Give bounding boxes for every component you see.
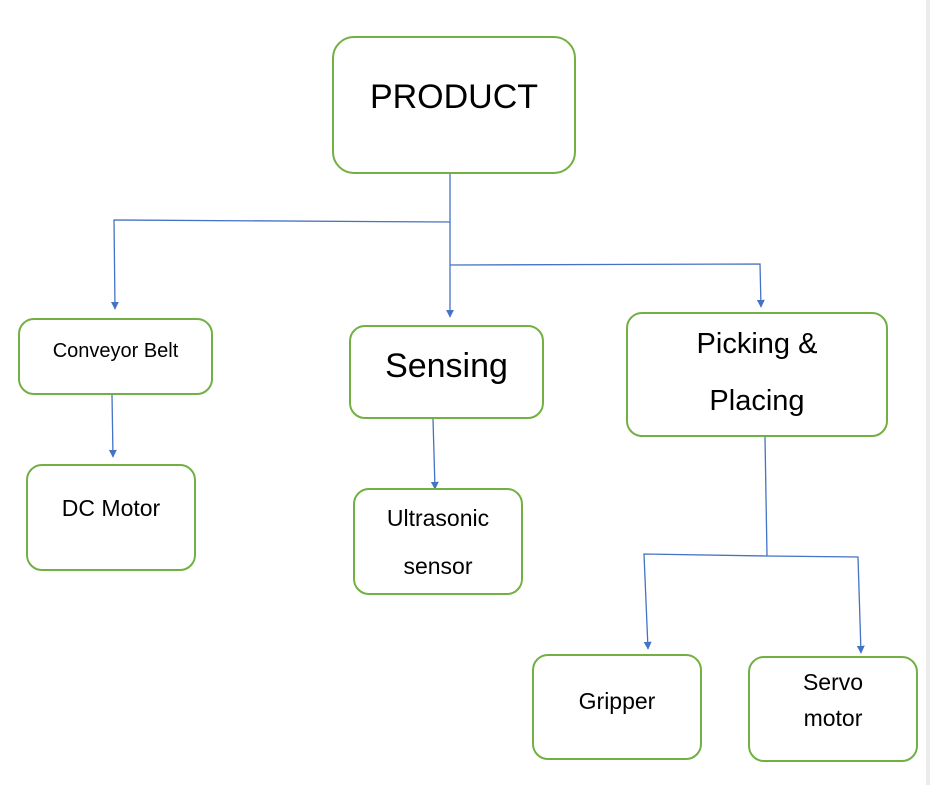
node-servo-label-line2: motor [803, 705, 863, 731]
node-dc-motor-label: DC Motor [61, 495, 161, 521]
edge-product-conveyor [110, 174, 451, 310]
node-picking-placing: Picking & Placing [626, 312, 888, 437]
node-ultrasonic-label-line2: sensor [403, 552, 473, 579]
node-ultrasonic-label-line1: Ultrasonic [386, 504, 490, 531]
node-sensing: Sensing [349, 325, 544, 419]
node-gripper-label: Gripper [578, 687, 656, 714]
node-conveyor-belt-label: Conveyor Belt [52, 340, 179, 362]
node-product: PRODUCT [332, 36, 576, 174]
node-conveyor-belt: Conveyor Belt [18, 318, 213, 395]
node-dc-motor: DC Motor [26, 464, 196, 571]
edge-picking-gripper [643, 553, 768, 650]
edge-product-picking [449, 263, 765, 308]
page-edge-strip [926, 0, 930, 785]
edge-sensing-ultrasonic [430, 418, 439, 490]
edge-picking-servo [766, 555, 865, 654]
node-sensing-label: Sensing [385, 346, 508, 385]
node-gripper: Gripper [532, 654, 702, 760]
node-picking-label-line2: Placing [709, 384, 805, 417]
node-product-label: PRODUCT [369, 77, 539, 116]
node-picking-label-line1: Picking & [696, 327, 818, 360]
node-servo-label-line1: Servo [802, 669, 864, 695]
node-ultrasonic-sensor: Ultrasonic sensor [353, 488, 523, 595]
node-servo-motor: Servo motor [748, 656, 918, 762]
edge-picking-branch [764, 436, 768, 557]
edge-conveyor-dcmotor [108, 394, 117, 458]
